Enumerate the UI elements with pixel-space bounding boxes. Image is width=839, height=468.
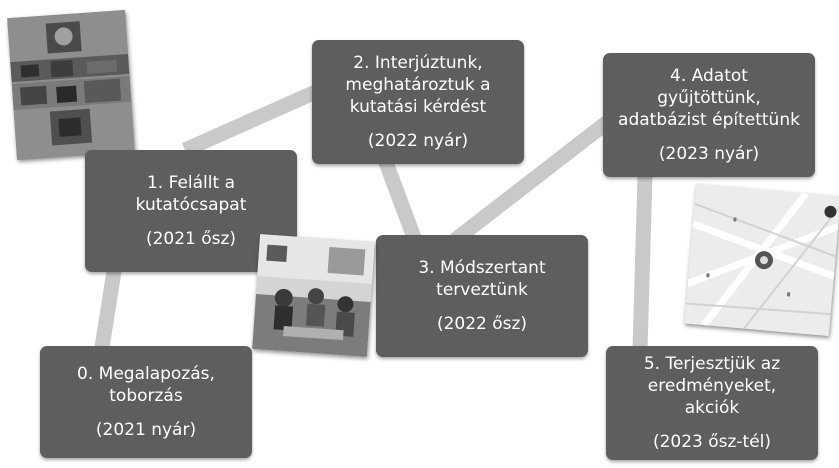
step-1-date: (2021 ősz) xyxy=(145,229,237,249)
connector-2-3 xyxy=(377,157,423,243)
step-2-box: 2. Interjúztunk, meghatároztuk a kutatás… xyxy=(312,40,524,164)
step-0-box: 0. Megalapozás, toborzás (2021 nyár) xyxy=(40,346,252,458)
map-photo xyxy=(684,183,839,337)
connector-0-1 xyxy=(92,263,123,362)
step-3-date: (2022 ősz) xyxy=(436,314,528,334)
collage-photo xyxy=(7,10,135,160)
step-5-date: (2023 ősz-tél) xyxy=(652,432,772,452)
step-5-box: 5. Terjesztjük az eredményeket, akciók (… xyxy=(606,346,818,460)
step-1-box: 1. Felállt a kutatócsapat (2021 ősz) xyxy=(85,150,297,272)
step-0-date: (2021 nyár) xyxy=(95,420,197,440)
step-3-box: 3. Módszertant terveztünk (2022 ősz) xyxy=(376,235,588,357)
connector-3-4 xyxy=(450,114,615,246)
step-4-box: 4. Adatot gyűjtöttünk, adatbázist építet… xyxy=(603,53,815,177)
step-2-date: (2022 nyár) xyxy=(367,131,469,151)
step-0-label: 0. Megalapozás, toborzás xyxy=(77,364,215,406)
step-3-label: 3. Módszertant terveztünk xyxy=(418,258,546,300)
step-5-label: 5. Terjesztjük az eredményeket, akciók xyxy=(643,354,781,418)
connector-4-5 xyxy=(632,174,653,351)
connector-1-2 xyxy=(181,83,324,157)
team-room-photo xyxy=(252,234,375,357)
step-2-label: 2. Interjúztunk, meghatároztuk a kutatás… xyxy=(345,53,491,117)
step-4-date: (2023 nyár) xyxy=(658,144,760,164)
step-4-label: 4. Adatot gyűjtöttünk, adatbázist építet… xyxy=(618,66,800,130)
step-1-label: 1. Felállt a kutatócsapat xyxy=(135,173,247,215)
